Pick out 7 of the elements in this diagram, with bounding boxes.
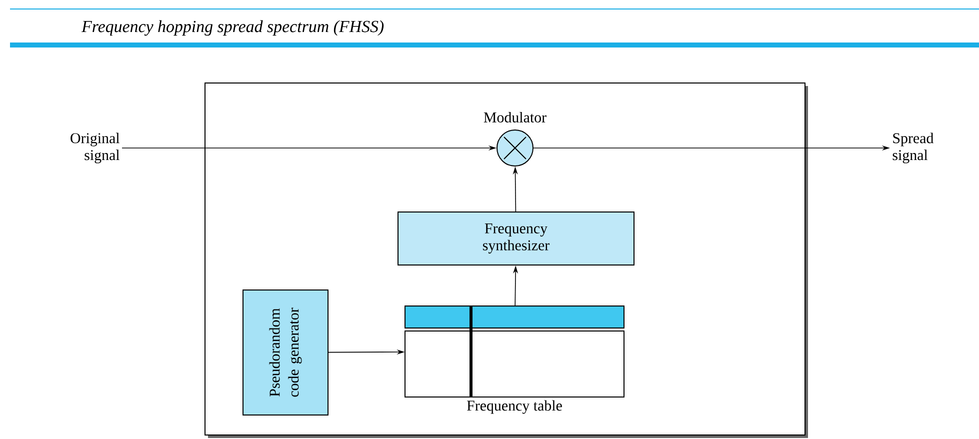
modulator-label: Modulator (484, 112, 546, 122)
signal-label: Original signal (70, 132, 120, 164)
table-caption: Frequency table (467, 400, 562, 414)
generator-box: Pseudorandom code generator (242, 290, 328, 416)
process-box: Frequency synthesizer (398, 212, 634, 266)
signal-label: Spread signal (892, 132, 934, 164)
title: Frequency hopping spread spectrum (FHSS) (81, 20, 384, 36)
